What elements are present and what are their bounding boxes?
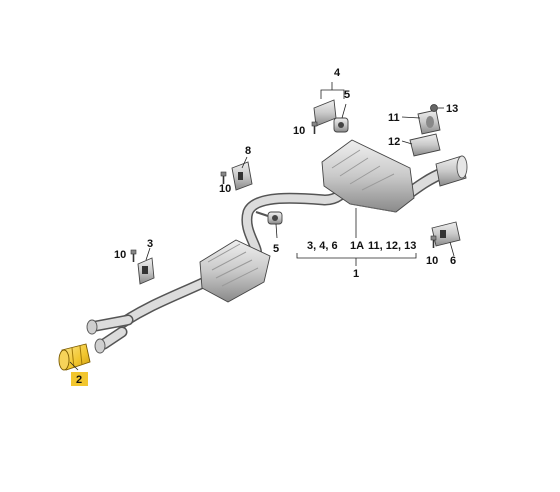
callout-8: 8: [245, 145, 251, 157]
callout-1: 1: [353, 268, 359, 280]
bracket-part-12: [409, 133, 441, 157]
tail-tip: [435, 155, 468, 187]
leader-lines: [69, 82, 455, 371]
rubber-mount-5-mid: [255, 211, 283, 225]
callout-10-c: 10: [293, 125, 305, 137]
callout-11-12-13: 11, 12, 13: [368, 240, 416, 252]
callouts: 2 3 10 8 10 5 4 5 10 11 12 13 10 6 3, 4,…: [71, 67, 458, 386]
center-muffler: [199, 239, 271, 303]
rubber-mount-5-top: [333, 117, 349, 133]
bolt-part-10-d: [430, 235, 437, 248]
callout-10-a: 10: [114, 249, 126, 261]
bolt-part-10-c: [311, 121, 318, 134]
callout-10-d: 10: [426, 255, 438, 267]
bolt-part-10-a: [130, 249, 137, 262]
highlight-part-2: [71, 372, 88, 386]
callout-6: 6: [450, 255, 456, 267]
callout-3-4-6: 3, 4, 6: [307, 240, 338, 252]
hanger-part-6: [431, 221, 461, 247]
callout-4: 4: [334, 67, 341, 79]
callout-5-top: 5: [344, 89, 350, 101]
callout-5-mid: 5: [273, 243, 279, 255]
callout-2: 2: [76, 374, 82, 386]
clamp-part-2: [58, 343, 91, 371]
bolt-part-10-b: [220, 171, 227, 184]
callout-13: 13: [446, 103, 458, 115]
nut-part-13: [430, 104, 438, 112]
callout-1a: 1A: [350, 240, 364, 252]
callout-3: 3: [147, 238, 153, 250]
clamp-part-11: [417, 109, 441, 135]
callout-10-b: 10: [219, 183, 231, 195]
bracket-part-8: [231, 161, 253, 191]
rear-muffler: [321, 139, 415, 213]
callout-11: 11: [388, 112, 400, 124]
callout-12: 12: [388, 136, 400, 148]
hanger-part-3: [137, 257, 155, 285]
